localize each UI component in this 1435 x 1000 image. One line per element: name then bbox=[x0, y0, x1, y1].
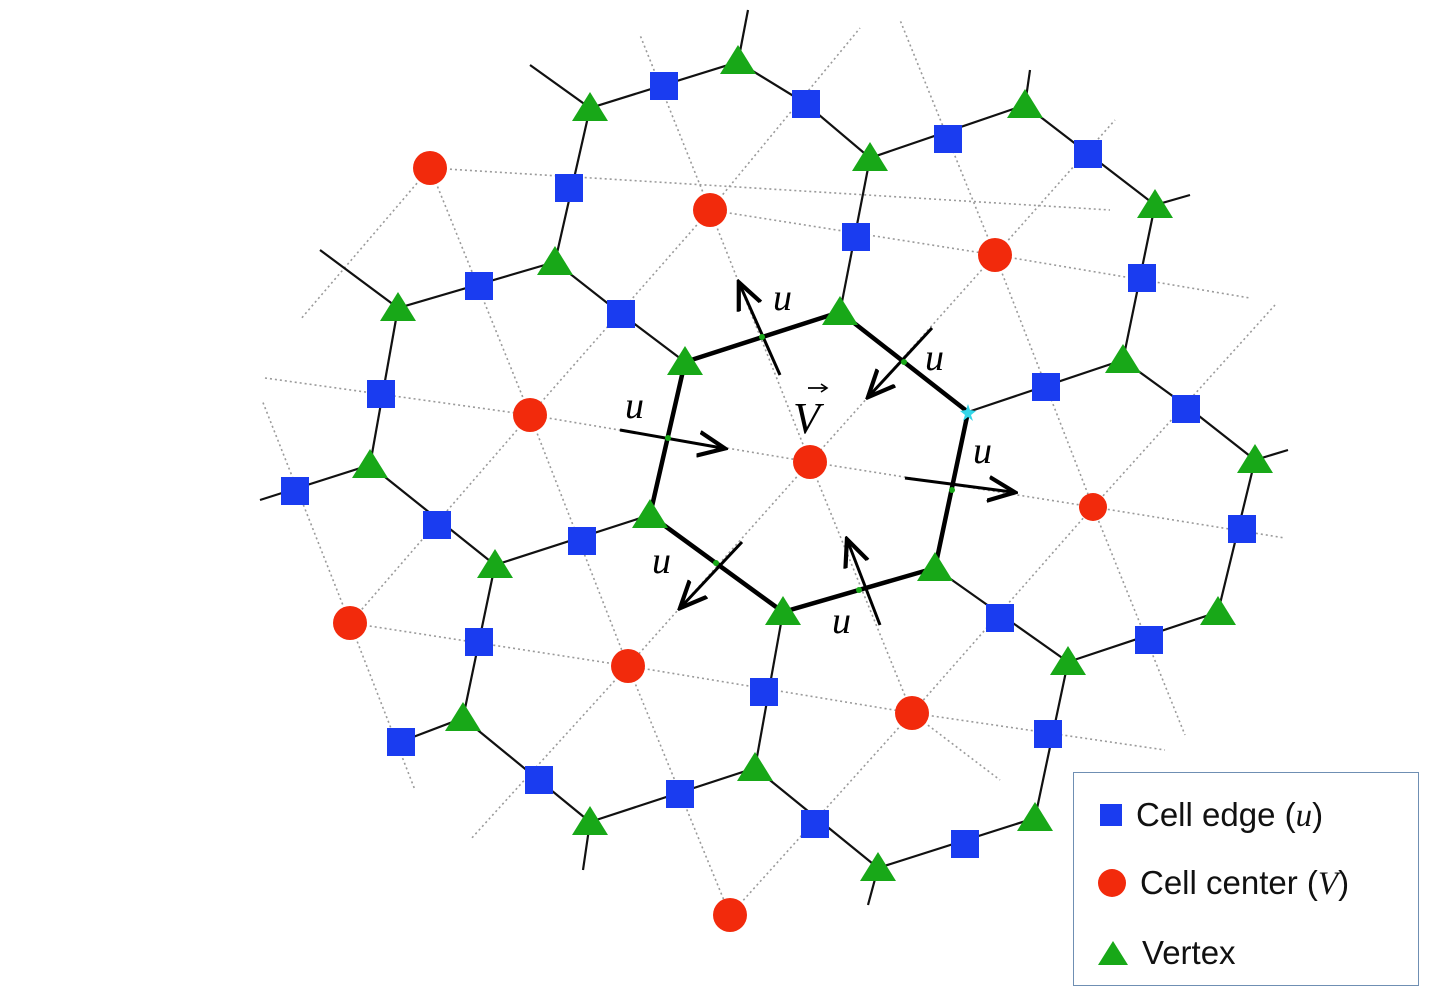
cell-edge-marker bbox=[607, 300, 635, 328]
legend-edge-symbol: u bbox=[1295, 797, 1313, 834]
vertex-marker bbox=[477, 549, 513, 578]
vertex-marker bbox=[917, 552, 953, 581]
vertex-marker bbox=[1007, 89, 1043, 118]
legend-vertex-label: Vertex bbox=[1142, 934, 1236, 971]
highlight-star-icon bbox=[960, 404, 976, 421]
cell-edges bbox=[259, 9, 1289, 906]
cell-edge-marker bbox=[650, 72, 678, 100]
vertex-marker bbox=[537, 246, 573, 275]
vertex-markers bbox=[352, 45, 1273, 881]
flux-label: u bbox=[925, 337, 944, 379]
cell-edge-marker bbox=[1032, 373, 1060, 401]
cell-edge-marker bbox=[465, 272, 493, 300]
cell-center-marker bbox=[1079, 493, 1107, 521]
blue-square-icon bbox=[1100, 804, 1122, 826]
cell-edge-marker bbox=[986, 604, 1014, 632]
cell-edge-marker bbox=[367, 380, 395, 408]
legend-center-symbol: V bbox=[1317, 865, 1339, 902]
legend-edge-label: Cell edge ( bbox=[1136, 795, 1296, 833]
cell-edge-marker bbox=[423, 511, 451, 539]
cell-edge-markers bbox=[281, 72, 1256, 858]
vertex-marker bbox=[1200, 596, 1236, 625]
edge-midpoint-markers bbox=[665, 334, 955, 593]
vertex-marker bbox=[632, 499, 668, 528]
cell-edge-marker bbox=[525, 766, 553, 794]
flux-labels: u u u u u u bbox=[625, 277, 992, 642]
vertex-marker bbox=[737, 752, 773, 781]
vertex-marker bbox=[445, 702, 481, 731]
cell-edge-marker bbox=[842, 223, 870, 251]
cell-center-marker bbox=[713, 898, 747, 932]
cell-edge-marker bbox=[1128, 264, 1156, 292]
cell-edge-marker bbox=[387, 728, 415, 756]
cell-edge-marker bbox=[1034, 720, 1062, 748]
flux-arrows bbox=[619, 285, 1012, 626]
flux-label: u bbox=[773, 277, 792, 319]
cell-edge-marker bbox=[750, 678, 778, 706]
vertex-marker bbox=[1050, 646, 1086, 675]
green-triangle-icon bbox=[1098, 941, 1128, 965]
flux-label: u bbox=[652, 540, 671, 582]
vertex-marker bbox=[572, 806, 608, 835]
cell-edge-marker bbox=[281, 477, 309, 505]
vertex-marker bbox=[720, 45, 756, 74]
cell-edge-marker bbox=[934, 125, 962, 153]
red-circle-icon bbox=[1098, 869, 1126, 897]
legend-item-edge: Cell edge (u) bbox=[1098, 795, 1323, 835]
legend-item-center: Cell center (V) bbox=[1098, 863, 1349, 903]
vertex-marker bbox=[1105, 344, 1141, 373]
velocity-label: V bbox=[793, 383, 829, 443]
vertex-marker bbox=[1137, 189, 1173, 218]
cell-center-marker bbox=[793, 445, 827, 479]
cell-edge-marker bbox=[1172, 395, 1200, 423]
legend-item-vertex: Vertex bbox=[1098, 933, 1236, 973]
cell-edge-marker bbox=[1074, 140, 1102, 168]
flux-label: u bbox=[973, 430, 992, 472]
cell-edge-marker bbox=[568, 527, 596, 555]
cell-centers bbox=[333, 151, 1107, 932]
cell-edge-marker bbox=[1228, 515, 1256, 543]
cell-edge-marker bbox=[1135, 626, 1163, 654]
vertex-marker bbox=[1237, 444, 1273, 473]
cell-center-marker bbox=[611, 649, 645, 683]
vertex-marker bbox=[860, 852, 896, 881]
vertex-marker bbox=[380, 292, 416, 321]
vertex-marker bbox=[765, 596, 801, 625]
cell-edge-marker bbox=[666, 780, 694, 808]
flux-label: u bbox=[625, 385, 644, 427]
cell-edge-marker bbox=[801, 810, 829, 838]
cell-center-marker bbox=[895, 696, 929, 730]
cell-edge-marker bbox=[555, 174, 583, 202]
vertex-marker bbox=[352, 449, 388, 478]
legend-edge-close: ) bbox=[1312, 795, 1324, 833]
legend-center-label: Cell center ( bbox=[1140, 863, 1318, 901]
vertex-marker bbox=[572, 92, 608, 121]
cell-edge-marker bbox=[792, 90, 820, 118]
flux-label: u bbox=[832, 600, 851, 642]
legend-center-close: ) bbox=[1338, 863, 1350, 901]
vertex-marker bbox=[822, 296, 858, 325]
svg-text:V: V bbox=[793, 394, 825, 443]
legend: Cell edge (u) Cell center (V) Vertex bbox=[1073, 772, 1419, 986]
vertex-marker bbox=[1017, 802, 1053, 831]
cell-center-marker bbox=[693, 193, 727, 227]
vertex-marker bbox=[852, 142, 888, 171]
cell-edge-marker bbox=[951, 830, 979, 858]
cell-center-marker bbox=[978, 238, 1012, 272]
cell-center-marker bbox=[413, 151, 447, 185]
cell-center-marker bbox=[333, 606, 367, 640]
cell-center-marker bbox=[513, 398, 547, 432]
vertex-marker bbox=[667, 346, 703, 375]
cell-edge-marker bbox=[465, 628, 493, 656]
